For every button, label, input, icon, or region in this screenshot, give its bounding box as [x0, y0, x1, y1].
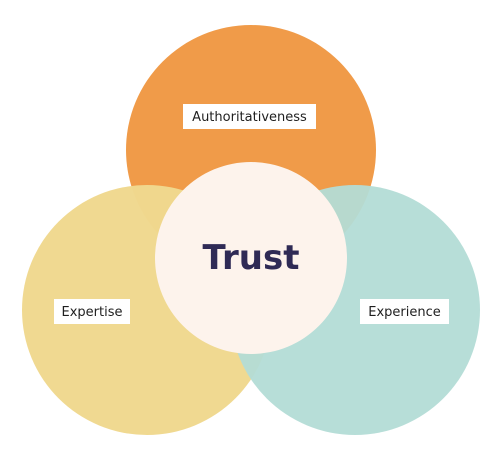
expertise-label-group: Expertise [54, 299, 130, 324]
experience-label-group: Experience [360, 299, 449, 324]
authoritativeness-label: Authoritativeness [192, 110, 307, 125]
authoritativeness-label-bg [183, 104, 316, 129]
trust-label: Trust [203, 238, 300, 278]
expertise-label: Expertise [62, 305, 123, 320]
experience-label: Experience [368, 305, 441, 320]
experience-label-bg [360, 299, 449, 324]
trust-center-circle [155, 162, 347, 354]
authoritativeness-label-group: Authoritativeness [183, 104, 316, 129]
expertise-label-bg [54, 299, 130, 324]
